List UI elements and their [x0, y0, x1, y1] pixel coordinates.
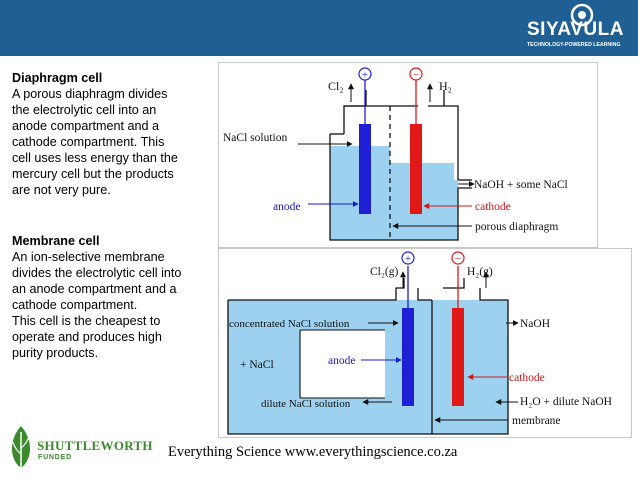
svg-text:−: − [413, 69, 419, 81]
diagram1-anode-label: anode [273, 201, 300, 213]
diagram2-concentrated-label: concentrated NaCl solution [229, 318, 350, 330]
diagram2-wall-top-left [228, 278, 405, 301]
diagram1-minus-terminal [409, 67, 423, 81]
diagram2-anode-electrode [402, 308, 414, 406]
diagram2-plus-terminal [401, 251, 415, 265]
svg-text:−: − [455, 253, 461, 265]
membrane-heading: Membrane cell [12, 234, 100, 248]
shuttleworth-leaf-icon [11, 426, 31, 468]
diagram2-plus-nacl-label: + NaCl [240, 359, 274, 371]
diagram2-h2o-naoh-label: H₂O + dilute NaOH [520, 396, 612, 408]
diagram2-minus-terminal [451, 251, 465, 265]
diagram2-anode-label: anode [328, 355, 355, 367]
diagram2-naoh-label: NaOH [520, 318, 550, 330]
diagram1-plus-terminal [358, 67, 372, 81]
diagram2-wall-inner [299, 329, 385, 399]
diagram2-membrane-label: membrane [512, 415, 561, 427]
membrane-cell-diagram: + − Cl₂(g) H₂(g) concentrated NaCl solut… [218, 248, 632, 438]
diaphragm-cell-diagram: + − Cl₂ H₂ NaCl solution NaOH + some NaC… [218, 62, 598, 248]
diaphragm-description: Diaphragm cell A porous diaphragm divide… [12, 70, 212, 198]
diagram2-inlet-gap [300, 330, 385, 398]
diagram2-cathode-label: cathode [509, 372, 545, 384]
diagram1-cell-wall [329, 134, 472, 241]
diagram1-cathode-electrode [410, 124, 422, 214]
footer-text: Everything Science www.everythingscience… [168, 444, 458, 460]
membrane-description: Membrane cell An ion-selective membrane … [12, 233, 212, 361]
shuttleworth-name: SHUTTLEWORTH [37, 438, 153, 453]
diagram1-nacl-solution-label: NaCl solution [223, 132, 287, 144]
svg-text:+: + [405, 253, 411, 265]
diagram2-cathode-electrode [452, 308, 464, 406]
shuttleworth-funded: FUNDED [38, 454, 72, 461]
diagram1-porous-diaphragm-label: porous diaphragm [475, 221, 558, 233]
svg-text:+: + [362, 69, 368, 81]
diaphragm-heading: Diaphragm cell [12, 71, 103, 85]
diagram2-dilute-label: dilute NaCl solution [261, 398, 351, 410]
diaphragm-body: A porous diaphragm divides the electroly… [12, 87, 178, 197]
diagram1-cathode-label: cathode [475, 201, 511, 213]
membrane-body: An ion-selective membrane divides the el… [12, 250, 182, 360]
shuttleworth-logo: SHUTTLEWORTH FUNDED [4, 422, 154, 472]
diagram2-wall-outer [227, 288, 509, 435]
siyavula-globe-icon [570, 3, 594, 27]
diagram1-naoh-nacl-label: NaOH + some NaCl [474, 179, 568, 191]
diagram2-h2g-label: H₂(g) [467, 266, 493, 278]
header-bar [0, 0, 638, 56]
diagram1-cl2-label: Cl₂ [328, 79, 344, 93]
diagram2-cl2g-label: Cl₂(g) [370, 266, 398, 278]
diagram1-h2-label: H₂ [439, 79, 452, 93]
siyavula-logo: SIYAVULA TECHNOLOGY-POWERED LEARNING [527, 3, 635, 53]
diagram1-anode-electrode [359, 124, 371, 214]
siyavula-wordmark: SIYAVULA [527, 19, 624, 40]
siyavula-tagline: TECHNOLOGY-POWERED LEARNING [527, 42, 621, 48]
